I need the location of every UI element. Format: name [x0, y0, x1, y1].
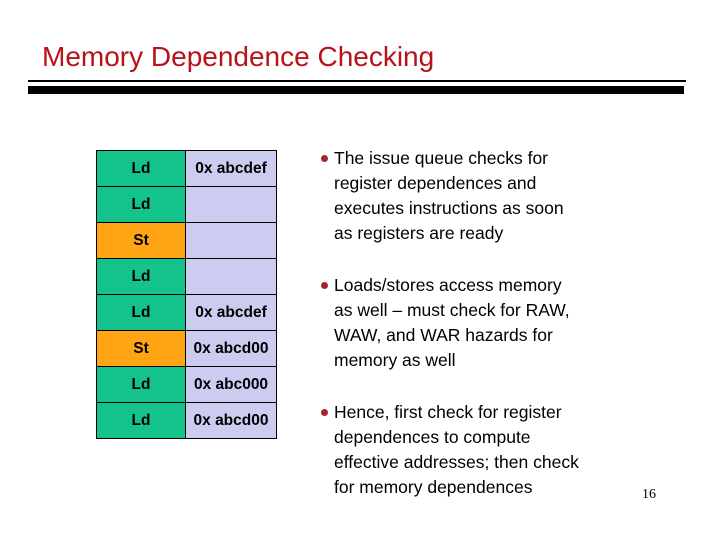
- address-cell: 0x abcd00: [186, 403, 277, 439]
- bullet-item: The issue queue checks for register depe…: [318, 146, 698, 246]
- title-underline-thin: [28, 80, 686, 82]
- table-row: St: [97, 223, 277, 259]
- bullet-item: Loads/stores access memory as well – mus…: [318, 273, 698, 373]
- address-cell: [186, 187, 277, 223]
- table-row: Ld 0x abcdef: [97, 151, 277, 187]
- bullet-list: The issue queue checks for register depe…: [318, 146, 698, 527]
- bullet-text: Hence, first check for register dependen…: [334, 402, 579, 497]
- memory-access-table: Ld 0x abcdef Ld St Ld Ld 0x abcdef St 0x…: [96, 150, 277, 439]
- table-row: Ld: [97, 187, 277, 223]
- table-row: Ld: [97, 259, 277, 295]
- bullet-text: The issue queue checks for register depe…: [334, 148, 564, 243]
- table-row: Ld 0x abcd00: [97, 403, 277, 439]
- address-cell: 0x abcd00: [186, 331, 277, 367]
- op-cell: St: [97, 331, 186, 367]
- op-cell: Ld: [97, 367, 186, 403]
- op-cell: St: [97, 223, 186, 259]
- bullet-item: Hence, first check for register dependen…: [318, 400, 698, 500]
- bullet-icon: [321, 409, 328, 416]
- op-cell: Ld: [97, 259, 186, 295]
- bullet-icon: [321, 155, 328, 162]
- op-cell: Ld: [97, 295, 186, 331]
- table-row: St 0x abcd00: [97, 331, 277, 367]
- op-cell: Ld: [97, 187, 186, 223]
- op-cell: Ld: [97, 403, 186, 439]
- page-number: 16: [642, 487, 656, 502]
- op-cell: Ld: [97, 151, 186, 187]
- address-cell: [186, 259, 277, 295]
- table-row: Ld 0x abcdef: [97, 295, 277, 331]
- title-underline-thick: [28, 86, 684, 94]
- page-title: Memory Dependence Checking: [42, 41, 435, 72]
- address-cell: [186, 223, 277, 259]
- address-cell: 0x abcdef: [186, 295, 277, 331]
- table-row: Ld 0x abc000: [97, 367, 277, 403]
- bullet-text: Loads/stores access memory as well – mus…: [334, 275, 570, 370]
- address-cell: 0x abc000: [186, 367, 277, 403]
- address-cell: 0x abcdef: [186, 151, 277, 187]
- bullet-icon: [321, 282, 328, 289]
